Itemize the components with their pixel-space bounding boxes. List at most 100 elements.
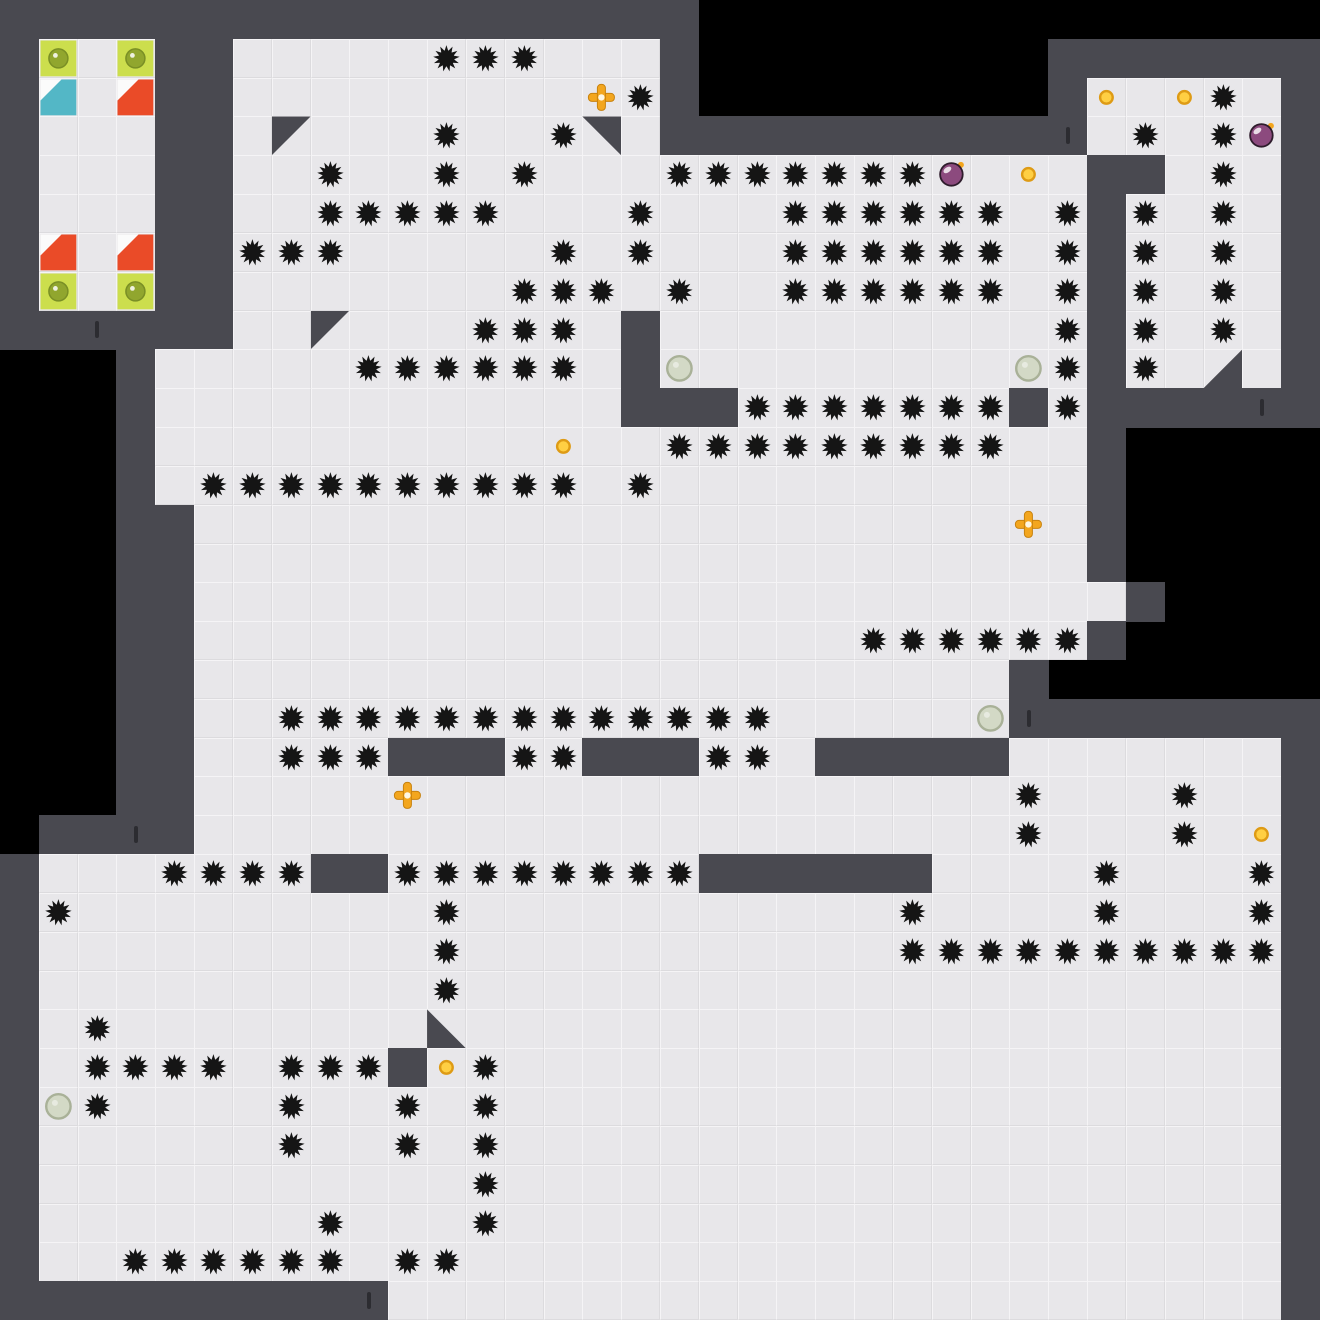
floor-tile xyxy=(427,1048,467,1088)
floor-tile xyxy=(815,1242,855,1282)
floor-tile xyxy=(660,854,700,894)
floor-tile xyxy=(465,349,506,389)
floor-tile xyxy=(854,427,894,467)
floor-tile xyxy=(388,660,428,700)
wall-tile xyxy=(660,116,700,156)
floor-tile xyxy=(776,1164,816,1205)
floor-tile xyxy=(1203,892,1243,933)
floor-tile xyxy=(970,970,1010,1010)
wall-tile xyxy=(0,38,40,79)
wall-tile xyxy=(660,38,700,79)
floor-tile xyxy=(38,155,79,195)
floor-tile xyxy=(815,194,855,234)
floor-tile xyxy=(776,1087,816,1127)
floor-tile xyxy=(698,155,739,195)
floor-tile xyxy=(1125,776,1166,816)
floor-tile xyxy=(970,931,1010,972)
wall-tile xyxy=(1125,698,1166,739)
wall-tile xyxy=(155,815,195,855)
floor-tile xyxy=(271,1125,312,1166)
floor-tile xyxy=(1048,388,1088,428)
floor-tile xyxy=(1087,892,1127,933)
floor-tile xyxy=(465,931,506,972)
floor-tile xyxy=(660,1242,700,1282)
floor-tile xyxy=(582,1125,622,1166)
floor-tile xyxy=(892,815,933,855)
floor-tile xyxy=(1009,504,1049,545)
floor-tile xyxy=(427,349,467,389)
floor-tile xyxy=(155,1242,195,1282)
floor-tile xyxy=(1048,776,1088,816)
floor-tile xyxy=(1242,1087,1282,1127)
floor-tile xyxy=(349,427,389,467)
floor-tile xyxy=(38,970,79,1010)
floor-tile xyxy=(815,271,855,312)
floor-tile xyxy=(155,1164,195,1205)
floor-tile xyxy=(310,776,350,816)
floor-tile xyxy=(1009,1125,1049,1166)
floor-tile xyxy=(854,271,894,312)
floor-tile xyxy=(892,931,933,972)
floor-tile xyxy=(1242,970,1282,1010)
floor-tile xyxy=(854,349,894,389)
floor-tile xyxy=(582,776,622,816)
floor-tile xyxy=(38,1087,79,1127)
floor-tile xyxy=(388,1203,428,1243)
floor-tile xyxy=(737,1048,777,1088)
floor-tile xyxy=(854,621,894,661)
wall-tile xyxy=(1087,504,1127,545)
floor-tile xyxy=(776,698,816,739)
floor-tile xyxy=(349,465,389,506)
wall-tile xyxy=(504,0,545,40)
floor-tile xyxy=(504,815,545,855)
wall-tile xyxy=(1087,155,1127,195)
floor-tile xyxy=(543,1009,583,1049)
floor-tile xyxy=(1009,349,1049,389)
wall-tile xyxy=(155,232,195,273)
floor-tile xyxy=(427,77,467,117)
floor-tile xyxy=(698,1242,739,1282)
floor-tile xyxy=(854,194,894,234)
floor-tile xyxy=(1125,349,1166,389)
floor-tile xyxy=(349,504,389,545)
wall-tile xyxy=(1087,698,1127,739)
floor-tile xyxy=(116,77,156,117)
floor-tile xyxy=(77,1009,117,1049)
floor-tile xyxy=(543,1203,583,1243)
wall-tile xyxy=(854,116,894,156)
floor-tile xyxy=(271,854,312,894)
floor-tile xyxy=(621,232,661,273)
floor-tile xyxy=(194,660,234,700)
floor-tile xyxy=(465,660,506,700)
floor-tile xyxy=(1048,892,1088,933)
floor-tile xyxy=(232,504,273,545)
floor-tile xyxy=(77,116,117,156)
floor-tile xyxy=(854,931,894,972)
floor-tile xyxy=(582,310,622,350)
floor-tile xyxy=(1048,504,1088,545)
floor-tile xyxy=(1009,582,1049,622)
floor-tile xyxy=(854,660,894,700)
floor-tile xyxy=(892,232,933,273)
floor-tile xyxy=(388,854,428,894)
floor-tile xyxy=(271,1203,312,1243)
wall-tile xyxy=(116,427,156,467)
floor-tile xyxy=(621,582,661,622)
floor-tile xyxy=(388,427,428,467)
wall-tile xyxy=(1281,737,1320,777)
wall-tile xyxy=(116,388,156,428)
wall-tile xyxy=(116,698,156,739)
floor-tile xyxy=(776,427,816,467)
floor-tile xyxy=(698,892,739,933)
floor-tile xyxy=(660,1125,700,1166)
floor-tile xyxy=(116,1125,156,1166)
floor-tile xyxy=(931,427,972,467)
floor-tile xyxy=(621,1242,661,1282)
floor-tile xyxy=(349,737,389,777)
floor-tile xyxy=(465,1009,506,1049)
wall-tile xyxy=(0,1242,40,1282)
floor-tile xyxy=(1164,1087,1205,1127)
floor-tile xyxy=(465,232,506,273)
floor-tile xyxy=(582,854,622,894)
